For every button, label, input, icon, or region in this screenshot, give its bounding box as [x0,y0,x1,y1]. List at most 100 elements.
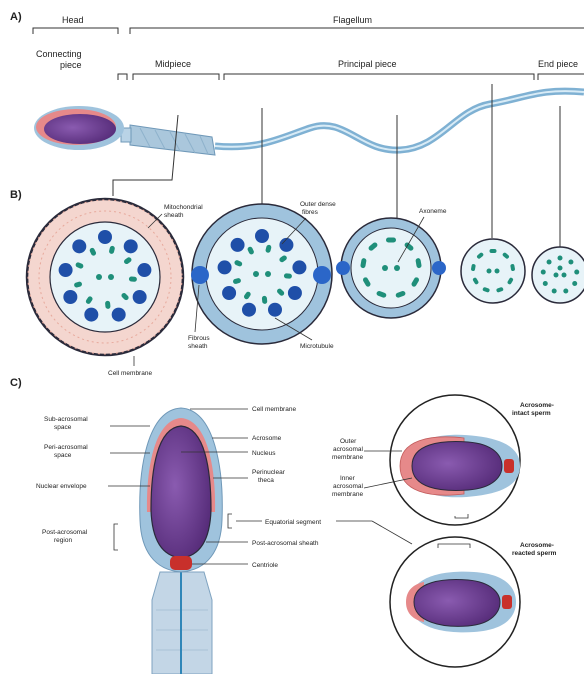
central-microtubule [265,271,271,277]
connecting-piece-label-2: piece [60,60,82,70]
fibrous-sheath-label-1: Fibrous [188,335,210,342]
acrosome-intact-label-2: intact sperm [512,410,551,417]
outer-dense-fibre [288,286,302,300]
acrosome-intact-sperm-inset [390,395,520,525]
sub-acrosomal-label-2: space [54,424,72,431]
midpiece-bracket [133,74,219,80]
inner-acrosomal-label-1: Inner [340,475,356,482]
central-microtubule [558,266,563,271]
microtubule-singlet [572,281,577,286]
microtubule-singlet [547,259,552,264]
panel-a-label: A) [10,11,22,23]
outer-dense-fibre [231,238,245,252]
panel-c-label: C) [10,377,22,389]
central-microtubule [495,269,500,274]
central-microtubule [108,274,114,280]
microtubule-doublet [386,238,396,243]
outer-dense-fibre [63,290,77,304]
fibrous-sheath-column-right [313,266,331,284]
head-bracket [33,28,118,34]
outer-dense-fibre [72,239,86,253]
central-microtubule [554,273,559,278]
outer-acrosomal-label-1: Outer [340,438,357,445]
central-microtubule [382,265,388,271]
sperm-head-detail [140,408,223,674]
outer-acrosomal-label-2: acrosomal [333,446,364,453]
outer-dense-fibre [112,308,126,322]
acrosome-reacted-label-1: Acrosome- [520,542,554,549]
microtubule-singlet [568,259,573,264]
post-acrosomal-sheath-label: Post-acrosomal sheath [252,540,319,547]
outer-dense-fibre [137,263,151,277]
outer-dense-fibre [222,286,236,300]
acrosome-label: Acrosome [252,435,282,442]
outer-dense-fibre [279,238,293,252]
equatorial-segment-label: Equatorial segment [265,519,321,526]
connecting-piece-bracket [118,74,127,80]
centriole-label: Centriole [252,562,278,569]
midpiece-cross-section [27,199,183,355]
microtubule-singlet [543,281,548,286]
outer-dense-fibre [133,290,147,304]
outer-dense-fibre [242,303,256,317]
microtubule-singlet [552,288,557,293]
principal-piece-cross-section-3 [461,239,525,303]
outer-dense-fibre [255,229,269,243]
outer-dense-fibre [292,260,306,274]
outer-dense-fibre [268,303,282,317]
inner-acrosomal-label-3: membrane [332,491,363,498]
end-piece-bracket [538,74,584,80]
central-microtubule [253,271,259,277]
mito-sheath-label-2: sheath [164,212,184,219]
microtubule-singlet [558,256,563,261]
centriole-shape [170,556,192,570]
principal-piece-cross-section-1 [191,204,332,344]
outer-acrosomal-label-3: membrane [332,454,363,461]
principal-piece-label: Principal piece [338,59,397,69]
outer-dense-fibre [124,239,138,253]
sperm-whole-illustration [34,91,584,155]
principal-piece-cross-section-2 [336,218,446,318]
acrosome-reacted-sperm-inset [390,537,520,667]
central-microtubule [394,265,400,271]
nucleus-label: Nucleus [252,450,276,457]
mito-sheath-label-1: Mitochondrial [164,204,203,211]
fibrous-sheath-column-left [191,266,209,284]
outer-dense-fibre [84,308,98,322]
cell-membrane-label-c: Cell membrane [252,406,296,413]
cell-membrane-label-b: Cell membrane [108,370,152,377]
fibrous-sheath-label-2: sheath [188,343,208,350]
microtubule-singlet [541,270,546,275]
outer-dense-fibre [218,260,232,274]
central-microtubule [96,274,102,280]
connecting-piece-label-1: Connecting [36,49,82,59]
acrosome-reacted-label-2: reacted sperm [512,550,557,557]
microtubule-doublet [490,249,497,253]
principal-piece-bracket [224,74,534,80]
outer-dense-fibre [59,263,73,277]
end-piece-label: End piece [538,59,578,69]
outer-dense-fibre [98,230,112,244]
axoneme-label: Axoneme [419,208,447,215]
outer-dense-fibres-label-2: fibres [302,209,319,216]
flagellum-bracket [130,28,584,34]
microtubule-singlet [563,288,568,293]
microtubule-singlet [574,270,579,275]
post-acrosomal-region-label-2: region [54,537,72,544]
perinuclear-theca-label-2: theca [258,477,274,484]
head-nucleus [44,114,116,144]
peri-acrosomal-label-1: Peri-acrosomal [44,444,88,451]
central-microtubule [562,273,567,278]
peri-acrosomal-label-2: space [54,452,72,459]
midpiece-label: Midpiece [155,59,191,69]
central-microtubule [487,269,492,274]
post-acrosomal-region-label-1: Post-acrosomal [42,529,88,536]
microtubule-label: Microtubule [300,343,334,350]
panel-b-label: B) [10,189,22,201]
acrosome-intact-label-1: Acrosome- [520,402,554,409]
flagellum-label: Flagellum [333,15,372,25]
perinuclear-theca-label-1: Perinuclear [252,469,286,476]
nuclear-envelope-label: Nuclear envelope [36,483,87,490]
inner-acrosomal-label-2: acrosomal [333,483,364,490]
